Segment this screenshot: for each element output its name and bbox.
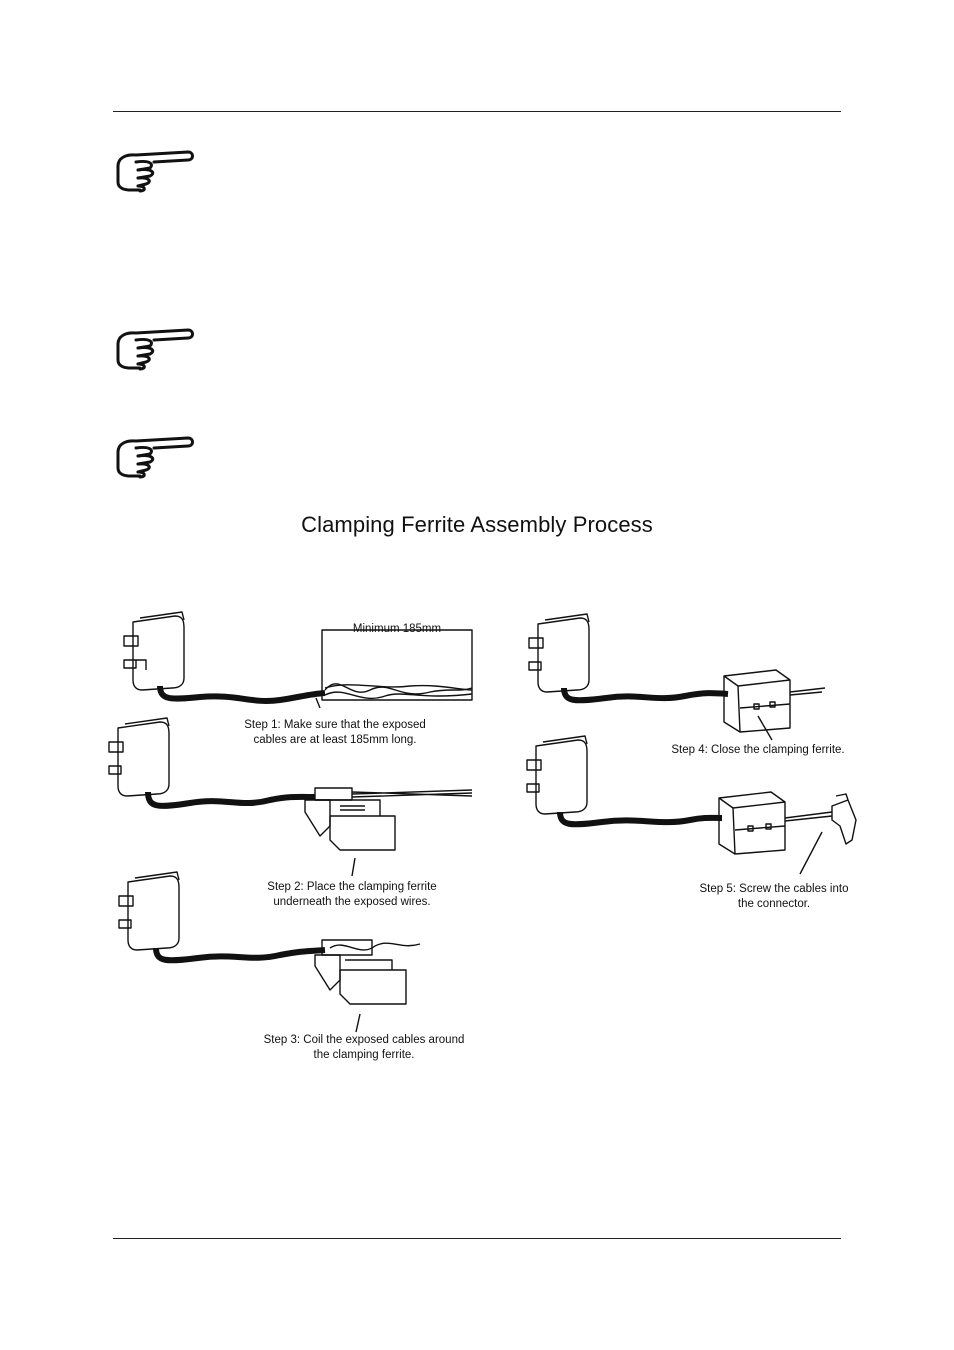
pointing-hand-icon [116, 328, 194, 371]
power-adapter-icon [118, 871, 180, 951]
power-adapter-icon [123, 611, 185, 691]
footer-rule [113, 1238, 841, 1239]
power-adapter-icon [108, 717, 170, 797]
step-3-caption: Step 3: Coil the exposed cables around t… [263, 1034, 465, 1061]
step-1-caption: Step 1: Make sure that the exposed cable… [244, 719, 426, 746]
header-rule [113, 111, 841, 112]
pointing-hand-icon [116, 436, 194, 479]
step-5-caption: Step 5: Screw the cables into the connec… [699, 883, 849, 910]
step-2-caption: Step 2: Place the clamping ferrite under… [267, 881, 437, 908]
figure-title: Clamping Ferrite Assembly Process [301, 512, 653, 537]
dimension-label: Minimum 185mm [352, 623, 442, 635]
power-adapter-icon [526, 735, 588, 815]
ferrite-assembly-illustration [108, 611, 857, 1033]
pointing-hand-icon [116, 150, 194, 193]
power-adapter-icon [528, 613, 590, 693]
connector-icon [831, 793, 857, 845]
step-4-caption: Step 4: Close the clamping ferrite. [671, 744, 845, 756]
